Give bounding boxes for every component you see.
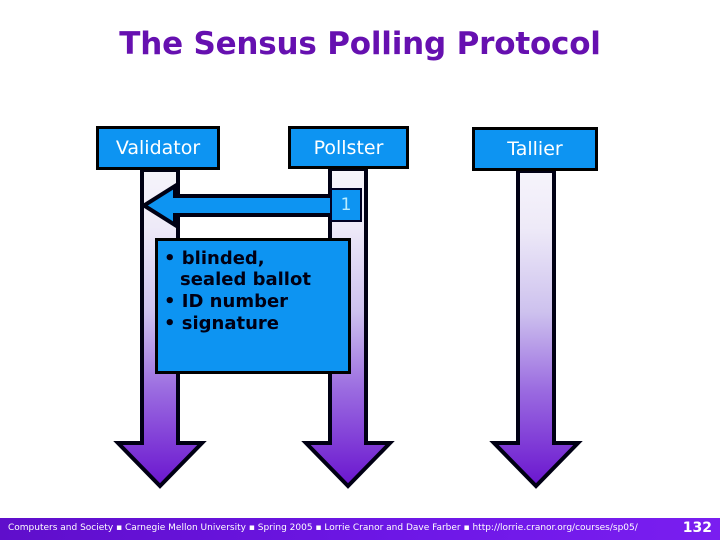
role-label-validator: Validator	[115, 137, 201, 159]
message-arrow-1	[140, 182, 334, 229]
role-label-pollster: Pollster	[313, 136, 384, 159]
list-item: blinded, sealed ballot	[164, 248, 340, 290]
page-title: The Sensus Polling Protocol	[119, 26, 601, 62]
role-box-tallier[interactable]: Tallier	[472, 127, 598, 171]
message-details-box: blinded, sealed ballot ID number signatu…	[155, 238, 351, 374]
role-label-tallier: Tallier	[507, 138, 563, 160]
footer-bar	[0, 518, 720, 540]
role-box-pollster[interactable]: Pollster	[288, 126, 409, 169]
message-details-list: blinded, sealed ballot ID number signatu…	[164, 248, 340, 334]
list-item: ID number	[164, 291, 340, 312]
lifeline-arrow-tallier	[489, 169, 583, 489]
footer-page-number: 132	[682, 520, 712, 536]
list-item: signature	[164, 313, 340, 334]
step-number-label: 1	[340, 195, 352, 215]
footer-credit-text: Computers and Society ▪ Carnegie Mellon …	[8, 523, 638, 533]
role-box-validator[interactable]: Validator	[96, 126, 220, 170]
step-number-badge-1: 1	[330, 188, 362, 222]
